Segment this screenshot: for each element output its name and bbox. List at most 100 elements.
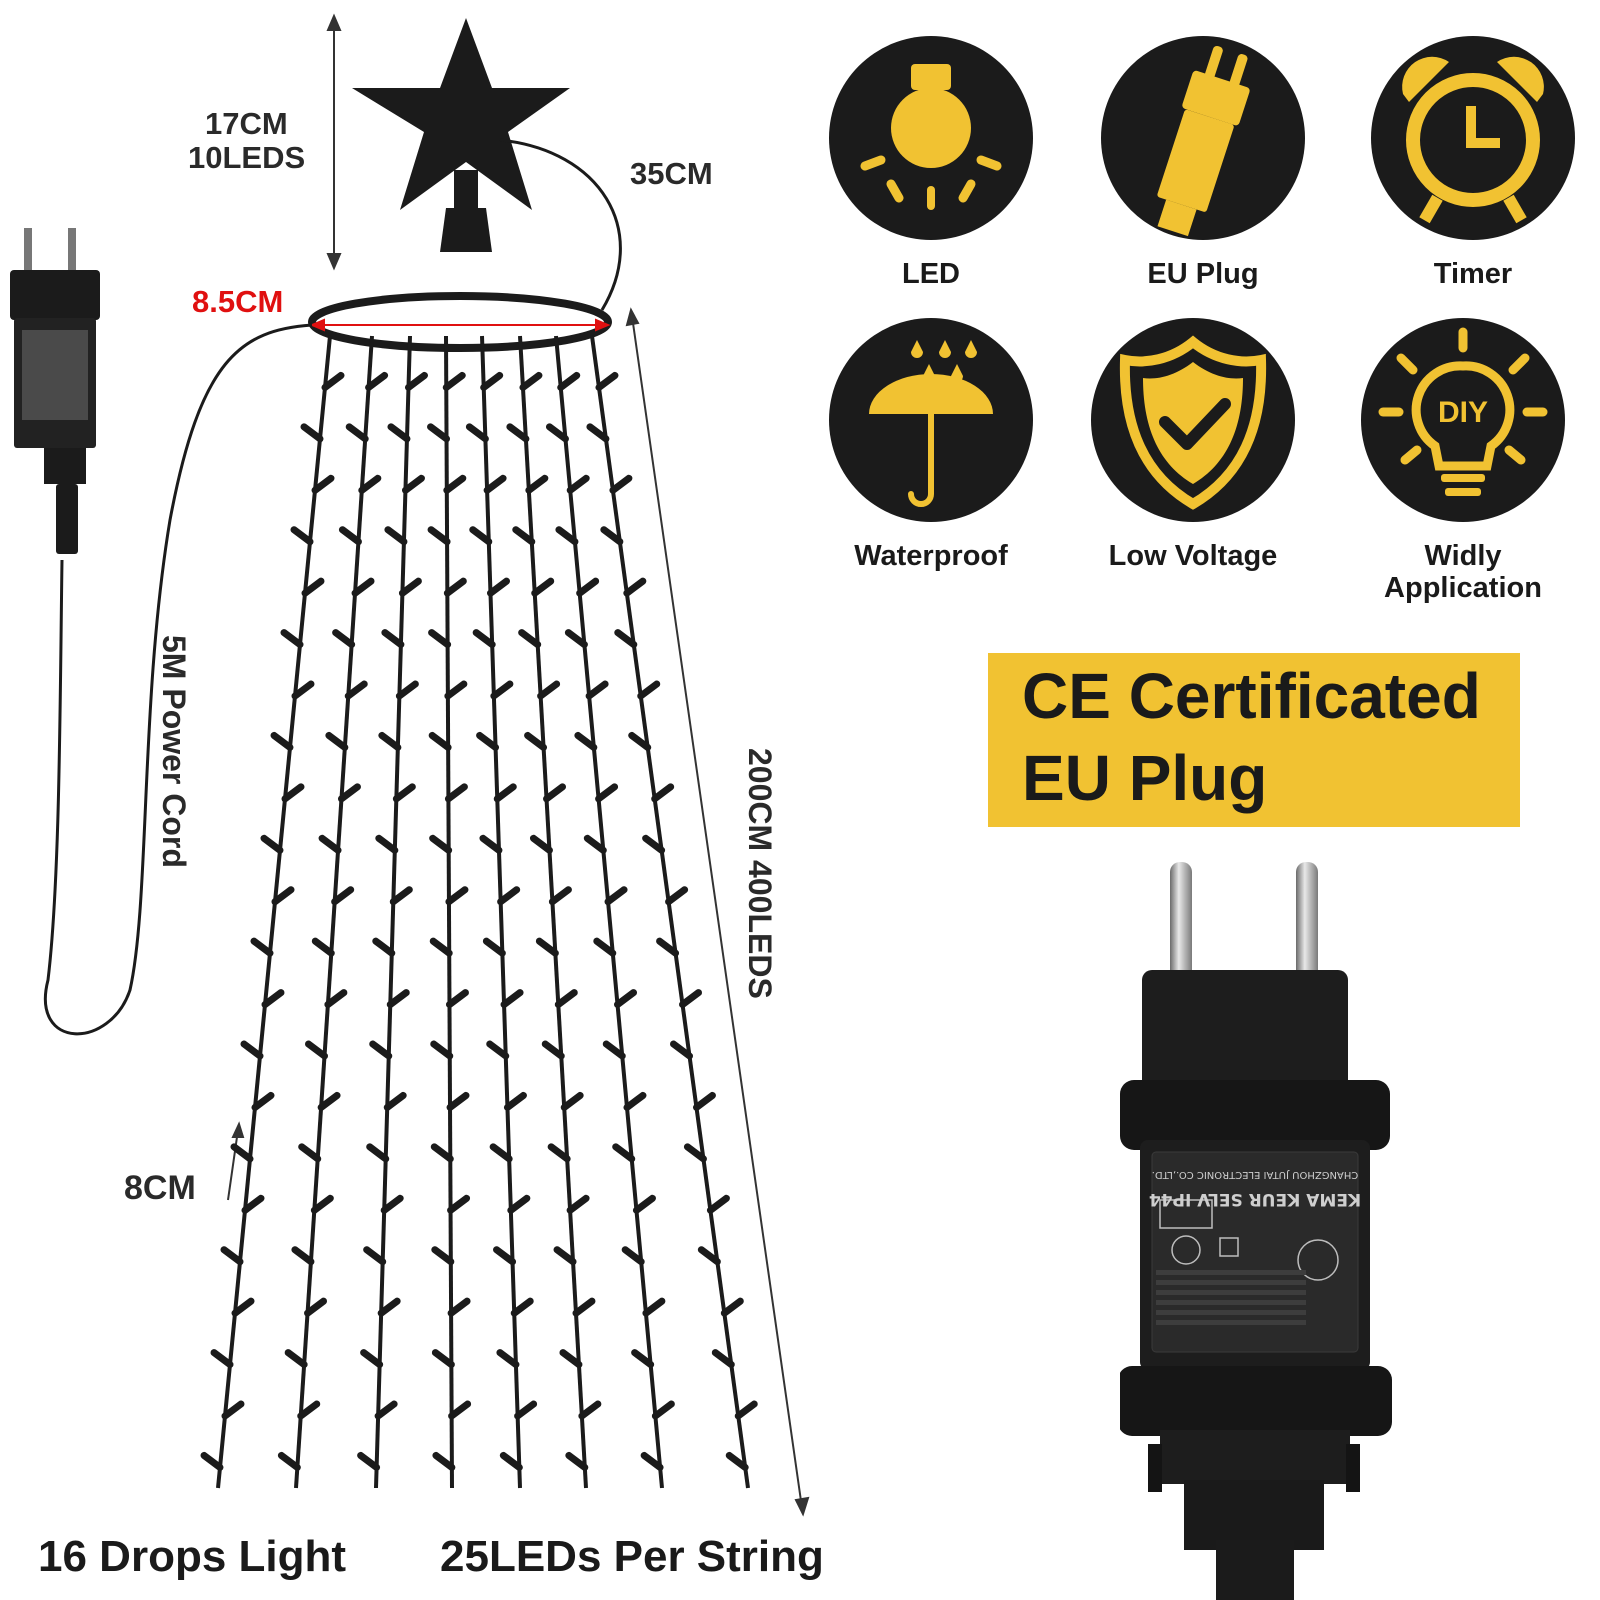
ring-diameter-label: 8.5CM bbox=[192, 284, 284, 319]
led-bulb bbox=[300, 423, 324, 443]
led-bulb bbox=[430, 1040, 454, 1060]
led-bulb bbox=[490, 680, 514, 700]
feature-label: Widly Application bbox=[1384, 540, 1542, 604]
led-bulb bbox=[392, 783, 416, 803]
spacing-arrow bbox=[227, 1121, 245, 1201]
led-bulb bbox=[360, 1349, 384, 1369]
led-bulb bbox=[593, 937, 617, 957]
led-bulb bbox=[711, 1349, 735, 1369]
feature-icon-circle bbox=[1101, 36, 1305, 240]
product-diagram bbox=[10, 13, 810, 1517]
feature-widly-application: DIY Widly Application bbox=[1338, 318, 1588, 604]
led-bulb bbox=[585, 680, 609, 700]
led-bulb bbox=[447, 1194, 471, 1214]
led-bulb bbox=[600, 526, 624, 546]
led-bulb bbox=[566, 474, 590, 494]
drop-string bbox=[554, 335, 664, 1489]
led-bulb bbox=[529, 834, 553, 854]
drop-string bbox=[518, 335, 588, 1489]
drop-string bbox=[590, 335, 750, 1489]
led-bulb bbox=[480, 371, 504, 391]
led-bulb bbox=[586, 423, 610, 443]
alarm-clock-icon bbox=[1402, 56, 1544, 224]
led-bulb bbox=[384, 526, 408, 546]
led-bulb bbox=[324, 989, 348, 1009]
led-bulb bbox=[398, 577, 422, 597]
star-height-arrow bbox=[326, 13, 342, 271]
led-bulb bbox=[621, 1246, 645, 1266]
led-bulb bbox=[430, 1143, 454, 1163]
led-bulb bbox=[210, 1349, 234, 1369]
led-bulb bbox=[260, 834, 284, 854]
led-bulb bbox=[231, 1297, 255, 1317]
led-bulb bbox=[725, 1451, 749, 1471]
led-bulb bbox=[496, 1349, 520, 1369]
drop-string bbox=[444, 335, 454, 1489]
led-bulb bbox=[200, 1451, 224, 1471]
led-bulb bbox=[380, 1194, 404, 1214]
feature-waterproof: Waterproof bbox=[806, 318, 1056, 572]
led-bulb bbox=[443, 577, 467, 597]
led-bulb bbox=[656, 937, 680, 957]
led-bulb bbox=[503, 1091, 527, 1111]
led-bulb bbox=[429, 937, 453, 957]
power-adapter: CHANGZHOU JUTAI ELECTRONIC CO.,LTD. KEMA… bbox=[1120, 862, 1392, 1600]
led-bulb bbox=[574, 731, 598, 751]
led-bulb bbox=[697, 1246, 721, 1266]
led-bulb bbox=[431, 1349, 455, 1369]
drop-length-label: 200CM 400LEDS bbox=[742, 748, 778, 999]
led-bulb bbox=[284, 1349, 308, 1369]
led-bulb bbox=[428, 731, 452, 751]
led-bulb bbox=[250, 937, 274, 957]
led-bulb bbox=[351, 577, 375, 597]
led-bulb bbox=[651, 1400, 675, 1420]
led-bulb bbox=[427, 526, 451, 546]
feature-label: Timer bbox=[1433, 258, 1513, 290]
led-bulb bbox=[383, 1091, 407, 1111]
led-bulb bbox=[446, 1091, 470, 1111]
led-bulb bbox=[311, 474, 335, 494]
led-bulb bbox=[290, 526, 314, 546]
led-bulb bbox=[476, 731, 500, 751]
led-bulb bbox=[291, 1246, 315, 1266]
led-bulb bbox=[479, 834, 503, 854]
led-bulb bbox=[553, 1246, 577, 1266]
led-bulb bbox=[270, 731, 294, 751]
led-bulb bbox=[482, 937, 506, 957]
led-bulb bbox=[483, 474, 507, 494]
diy-bulb-icon: DIY bbox=[1378, 327, 1548, 496]
led-bulb bbox=[311, 937, 335, 957]
led-bulb bbox=[604, 886, 628, 906]
led-bulb bbox=[623, 577, 647, 597]
led-bulb bbox=[623, 1091, 647, 1111]
led-bulb bbox=[374, 1400, 398, 1420]
led-bulb bbox=[432, 1451, 456, 1471]
led-bulb bbox=[338, 526, 362, 546]
led-bulb bbox=[683, 1143, 707, 1163]
led-bulb bbox=[493, 1246, 517, 1266]
led-bulb bbox=[448, 1400, 472, 1420]
led-bulb bbox=[372, 937, 396, 957]
led-bulb bbox=[572, 1297, 596, 1317]
led-bulb bbox=[386, 989, 410, 1009]
led-bulb bbox=[447, 1297, 471, 1317]
led-bulb bbox=[679, 989, 703, 1009]
led-bulb bbox=[395, 680, 419, 700]
led-bulb bbox=[378, 731, 402, 751]
led-bulb bbox=[381, 629, 405, 649]
power-cord bbox=[44, 323, 313, 1036]
led-bulb bbox=[297, 1400, 321, 1420]
led-bulb bbox=[230, 1143, 254, 1163]
light-drops bbox=[200, 335, 758, 1489]
led-bulb bbox=[445, 886, 469, 906]
led-bulb bbox=[321, 371, 345, 391]
led-bulb bbox=[565, 1451, 589, 1471]
small-adapter bbox=[10, 228, 100, 554]
led-bulb bbox=[442, 371, 466, 391]
led-bulb bbox=[500, 989, 524, 1009]
led-bulb bbox=[543, 783, 567, 803]
star-height-label: 17CM bbox=[205, 106, 288, 141]
led-bulb bbox=[631, 1349, 655, 1369]
led-bulb bbox=[555, 526, 579, 546]
led-bulb bbox=[240, 1040, 264, 1060]
